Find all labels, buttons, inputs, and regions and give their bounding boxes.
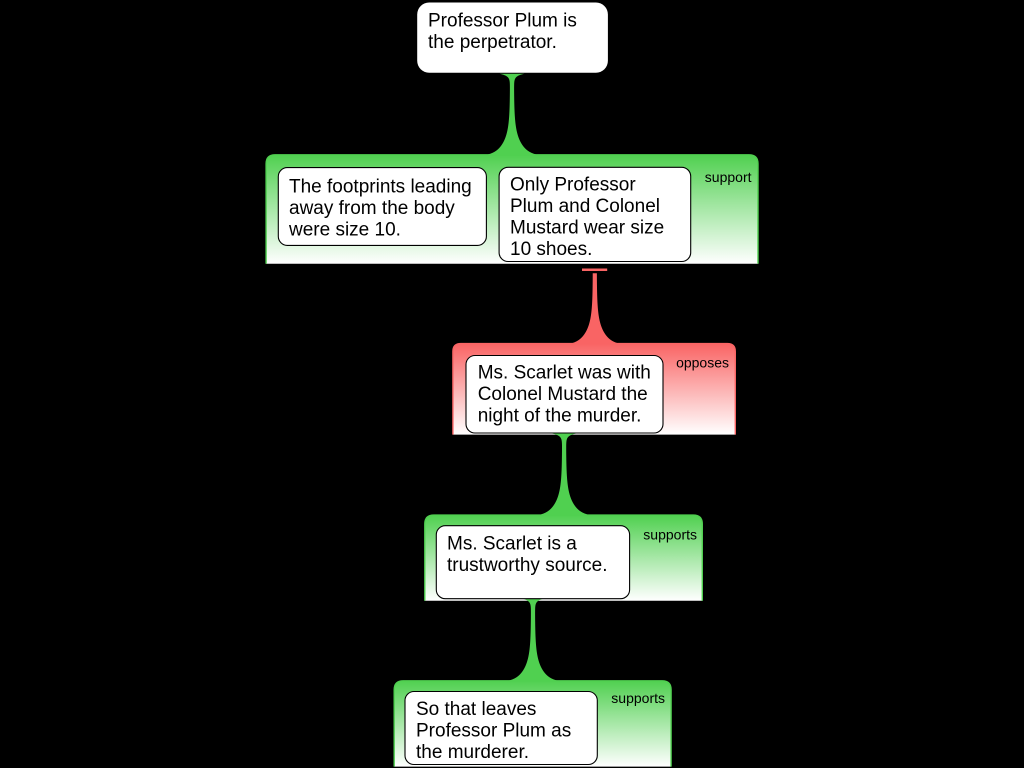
svg-text:supports: supports (643, 526, 697, 542)
svg-text:away from the body: away from the body (289, 198, 455, 219)
svg-text:Only Professor: Only Professor (510, 175, 636, 196)
svg-text:10 shoes.: 10 shoes. (510, 239, 592, 260)
svg-text:the perpetrator.: the perpetrator. (428, 32, 557, 53)
svg-text:Professor Plum as: Professor Plum as (416, 720, 571, 741)
svg-text:Colonel Mustard the: Colonel Mustard the (478, 384, 648, 405)
svg-text:were size 10.: were size 10. (288, 220, 401, 241)
svg-text:opposes: opposes (676, 355, 729, 371)
svg-text:trustworthy source.: trustworthy source. (447, 555, 608, 576)
svg-text:Professor Plum is: Professor Plum is (428, 10, 577, 31)
svg-text:Mustard wear size: Mustard wear size (510, 218, 664, 239)
svg-text:The footprints leading: The footprints leading (289, 177, 472, 198)
svg-text:Ms. Scarlet is a: Ms. Scarlet is a (447, 533, 577, 554)
svg-text:So that leaves: So that leaves (416, 699, 536, 720)
svg-text:supports: supports (611, 690, 665, 706)
svg-text:the murderer.: the murderer. (416, 742, 529, 763)
svg-text:night of the murder.: night of the murder. (478, 406, 642, 427)
svg-text:Ms. Scarlet was with: Ms. Scarlet was with (478, 363, 651, 384)
svg-text:support: support (705, 169, 752, 185)
svg-text:Plum and Colonel: Plum and Colonel (510, 196, 660, 217)
